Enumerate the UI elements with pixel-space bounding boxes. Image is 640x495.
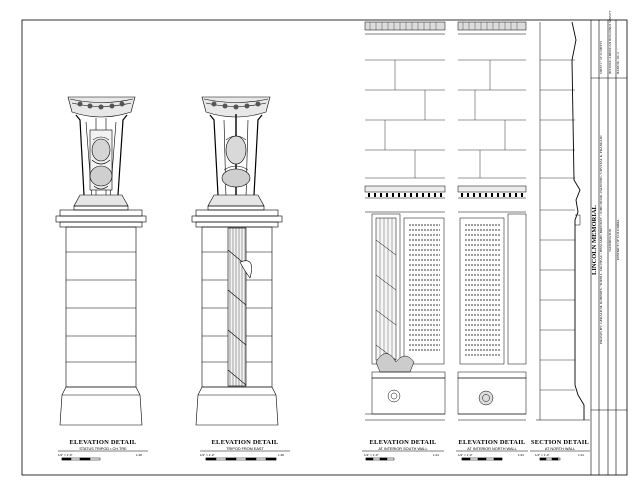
caption-title: ELEVATION DETAIL — [211, 439, 279, 446]
caption-title: ELEVATION DETAIL — [69, 439, 137, 446]
caption-subtitle: AT INTERIOR SOUTH WALL — [378, 446, 428, 451]
sheet-border — [21, 19, 628, 476]
tripod-elevation-left — [55, 96, 147, 426]
scale-bar-1 — [61, 457, 101, 461]
caption-subtitle: AT NORTH WALL — [544, 446, 576, 451]
scale-label-left: 1/4" = 1'-0" — [364, 453, 379, 457]
scale-label-right: 1:24 — [518, 453, 524, 457]
scale-bar-4 — [461, 457, 503, 461]
scale-bar-2 — [205, 457, 277, 461]
title-block-sheet: SHEET 17 OF 33 SHEETS — [599, 40, 603, 74]
caption-south-wall: ELEVATION DETAIL AT INTERIOR SOUTH WALL — [362, 439, 444, 451]
scale-bar-3 — [365, 457, 395, 461]
scale-label-right: 1:24 — [433, 453, 439, 457]
title-block-credits: DRAWN BY: GERALD M. ROBERTS / TODD L. CR… — [599, 135, 603, 345]
scale-bar-5 — [539, 457, 561, 461]
title-block-survey-number: HABS No. DC-3 — [616, 52, 620, 74]
caption-title: ELEVATION DETAIL — [369, 439, 437, 446]
caption-tripod-status: ELEVATION DETAIL STATUS TRIPOD • CH.TRE — [58, 439, 148, 451]
title-block-title: LINCOLN MEMORIAL — [591, 205, 598, 275]
scale-label-left: 1/4" = 1'-0" — [58, 453, 73, 457]
caption-subtitle: TRIPOD FROM EAST — [226, 446, 264, 451]
caption-north-wall: ELEVATION DETAIL AT INTERIOR NORTH WALL — [452, 439, 532, 451]
title-block-district: DISTRICT OF COLUMBIA — [616, 219, 620, 261]
caption-tripod-east: ELEVATION DETAIL TRIPOD FROM EAST — [200, 439, 290, 451]
caption-subtitle: STATUS TRIPOD • CH.TRE — [79, 446, 127, 451]
caption-title: ELEVATION DETAIL — [458, 439, 526, 446]
north-wall-section — [536, 21, 590, 421]
scale-label-left: 1/4" = 1'-0" — [200, 453, 215, 457]
caption-title: SECTION DETAIL — [530, 439, 590, 446]
scale-label-right: 1:24 — [578, 453, 584, 457]
title-block-location: WASHINGTON — [608, 228, 612, 252]
caption-subtitle: AT INTERIOR NORTH WALL — [467, 446, 517, 451]
scale-label-left: 1/2" = 1'-0" — [458, 453, 473, 457]
scale-label-left: 1/2" = 1'-0" — [535, 453, 550, 457]
scale-bars — [61, 457, 561, 461]
title-block-agency: HISTORIC AMERICAN BUILDINGS SURVEY — [608, 10, 612, 74]
scale-label-right: 1:48 — [278, 453, 284, 457]
north-wall-elevation — [457, 21, 527, 421]
title-block-frame — [590, 20, 627, 475]
tripod-elevation-east — [191, 96, 283, 426]
scale-label-right: 1:48 — [136, 453, 142, 457]
south-wall-elevation — [364, 21, 446, 421]
caption-section: SECTION DETAIL AT NORTH WALL — [530, 439, 590, 451]
